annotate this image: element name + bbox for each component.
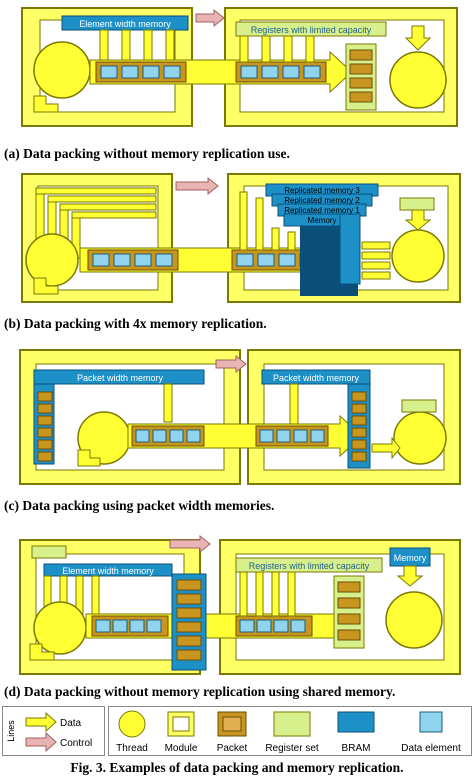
bram-packet-width-left — [33, 369, 205, 385]
panel-b-diagram: Replicated memory 3 Replicated memory 2 … — [21, 173, 461, 303]
packet-right — [255, 425, 329, 447]
register-set — [401, 399, 437, 413]
panel-c-diagram: Packet width memory Packet width memory — [19, 349, 461, 485]
legend-data-label: Data — [60, 718, 82, 729]
label-memory: Memory — [394, 553, 427, 563]
legend-data-element-icon — [419, 711, 443, 733]
packet-left — [131, 425, 205, 447]
thread-right — [389, 51, 447, 109]
legend-bram-icon — [337, 711, 375, 733]
panel-d-diagram: Element width memory Registers with limi… — [19, 534, 461, 675]
bram-packet-width-right — [261, 369, 371, 385]
label-memory: Memory — [308, 216, 337, 225]
caption-panel-b: (b) Data packing with 4x memory replicat… — [4, 316, 267, 331]
replicated-memories — [265, 183, 379, 296]
bram-element-width-memory — [43, 563, 173, 577]
label-element-width-memory: Element width memory — [62, 566, 154, 576]
control-arrow — [169, 534, 211, 554]
legend-item-thread: Thread — [116, 743, 148, 754]
legend-item-bram: BRAM — [342, 743, 371, 754]
control-arrow — [195, 8, 225, 28]
register-set — [399, 197, 435, 211]
label-replicated-1: Replicated memory 1 — [284, 206, 360, 215]
control-arrow — [175, 176, 219, 196]
figure-caption: Fig. 3. Examples of data packing and mem… — [70, 760, 404, 775]
caption-panel-a: (a) Data packing without memory replicat… — [4, 146, 290, 161]
legend-item-module: Module — [165, 743, 198, 754]
label-replicated-3: Replicated memory 3 — [284, 186, 360, 195]
caption-panel-c: (c) Data packing using packet width memo… — [4, 498, 275, 513]
label-registers-limited: Registers with limited capacity — [251, 25, 372, 35]
thread-right — [385, 591, 443, 649]
legend-thread-icon — [118, 710, 146, 738]
register-set-left — [31, 545, 67, 559]
legend-item-register-set: Register set — [265, 743, 319, 754]
legend-control-label: Control — [60, 738, 92, 749]
legend-control-arrow — [25, 731, 57, 753]
panel-a-diagram: Element width memory Registers with limi… — [21, 7, 458, 127]
caption-panel-d: (d) Data packing without memory replicat… — [4, 684, 396, 699]
legend-item-data-element: Data element — [401, 743, 461, 754]
legend-lines-label: Lines — [6, 720, 16, 742]
legend-register-set-icon — [273, 711, 311, 737]
thread-right — [391, 229, 445, 283]
label-registers-limited: Registers with limited capacity — [249, 561, 370, 571]
label-replicated-2: Replicated memory 2 — [284, 196, 360, 205]
label-element-width-memory: Element width memory — [79, 19, 171, 29]
control-arrow — [215, 354, 247, 374]
label-packet-width-left: Packet width memory — [77, 373, 164, 383]
register-label-box — [235, 557, 383, 573]
legend: Lines Data Control Thread Module Packet … — [2, 706, 472, 756]
thread-left — [33, 41, 91, 99]
legend-item-packet: Packet — [217, 743, 248, 754]
legend-lines-box — [2, 706, 105, 756]
label-packet-width-right: Packet width memory — [273, 373, 360, 383]
legend-data-arrow — [25, 711, 57, 733]
thread-right — [393, 411, 447, 465]
